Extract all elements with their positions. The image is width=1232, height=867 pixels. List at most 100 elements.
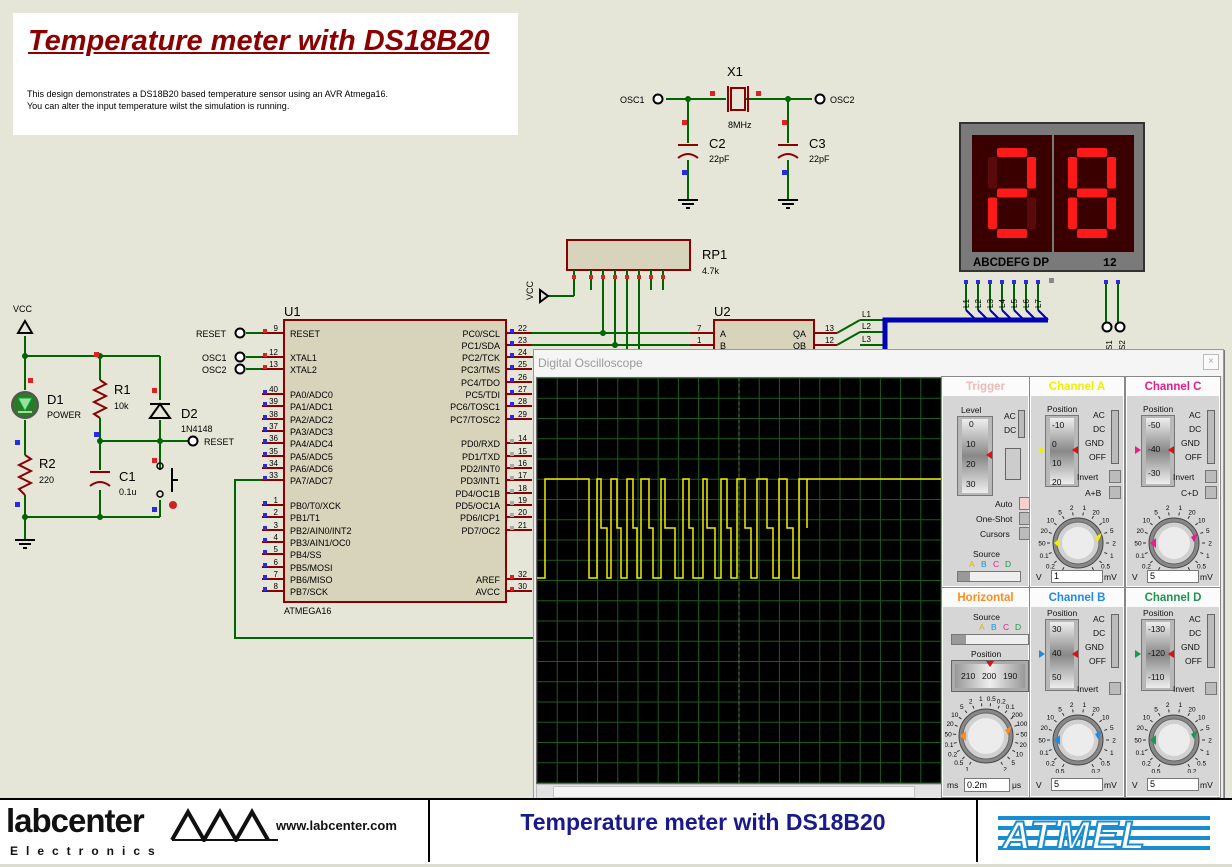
d-gnd: GND <box>1181 642 1200 652</box>
ic-u1[interactable]: U1 ATMEGA16 9RESET12XTAL113XTAL240PA0/AD… <box>262 304 532 616</box>
digit-segment <box>1068 198 1077 230</box>
d-invert-button[interactable] <box>1205 682 1217 695</box>
c-invert-button[interactable] <box>1205 470 1217 483</box>
u1-pin-num: 14 <box>518 434 527 443</box>
digit-segment <box>1068 157 1077 189</box>
trigger-edge-switch[interactable] <box>1005 448 1021 480</box>
u1-pin-num: 8 <box>274 582 279 591</box>
knob-scale-label: 5 <box>1206 528 1210 535</box>
trigger-coupling-switch[interactable] <box>1018 410 1025 438</box>
b-volts-value[interactable]: 5 <box>1051 778 1103 791</box>
u1-pin-num: 3 <box>274 521 279 530</box>
c3-value: 22pF <box>809 154 830 164</box>
ic-u2[interactable]: U2 A B QA QB 7 1 13 12 <box>697 304 834 351</box>
a-dc: DC <box>1093 424 1105 434</box>
knob-scale-label: 20 <box>1092 509 1100 516</box>
digit-segment <box>997 229 1027 238</box>
scrollbar-thumb[interactable] <box>553 786 915 798</box>
trigger-oneshot-label: One-Shot <box>976 514 1012 524</box>
u1-pin-name: PC4/TDO <box>461 378 500 388</box>
crystal-x1[interactable]: X1 8MHz <box>727 64 752 130</box>
trigger-source-c: C <box>993 559 999 569</box>
hpos-210: 210 <box>961 671 975 681</box>
resistor-pack-rp1[interactable]: RP1 4.7k <box>567 240 727 290</box>
knob-scale-label: 2 <box>969 699 973 706</box>
c-volts-value[interactable]: 5 <box>1147 570 1199 583</box>
led-d1[interactable] <box>12 392 38 418</box>
b-coupling-switch[interactable] <box>1111 614 1119 668</box>
a-volts-value[interactable]: 1 <box>1051 570 1103 583</box>
d-volts-value[interactable]: 5 <box>1147 778 1199 791</box>
knob-scale-label: 10 <box>1047 517 1055 524</box>
knob-scale-label: 1 <box>979 696 983 703</box>
u1-pin-num: 7 <box>274 570 279 579</box>
b-invert-button[interactable] <box>1109 682 1121 695</box>
d-position-label: Position <box>1143 608 1173 618</box>
knob-scale-label: 1 <box>1082 505 1086 512</box>
net-reset-left: RESET <box>204 437 235 447</box>
u1-pin-num: 27 <box>518 385 527 394</box>
trigger-level-slider[interactable]: 0 10 20 30 <box>957 416 993 496</box>
d-unit-right: mV <box>1200 780 1213 790</box>
u1-pin-num: 40 <box>269 385 278 394</box>
horizontal-source-slider[interactable] <box>951 634 1029 645</box>
timebase-value[interactable]: 0.2m <box>964 778 1010 792</box>
c-coupling-switch[interactable] <box>1207 410 1215 464</box>
d-coupling-switch[interactable] <box>1207 614 1215 668</box>
c-combine-label: C+D <box>1181 488 1198 498</box>
u1-pin-name: PA4/ADC4 <box>290 439 333 449</box>
knob-scale-label: 0.1 <box>1006 704 1015 711</box>
horizontal-position-slider[interactable]: 210 200 190 <box>951 660 1029 692</box>
c-position-slider[interactable]: -50-40-30 <box>1141 415 1175 487</box>
h-source-c: C <box>1003 622 1009 632</box>
labcenter-wave-icon <box>170 806 280 842</box>
knob-scale-label: 1 <box>1178 505 1182 512</box>
a-coupling-switch[interactable] <box>1111 410 1119 464</box>
d2-ref: D2 <box>181 406 198 421</box>
c-position-label: Position <box>1143 404 1173 414</box>
net-osc2-top: OSC2 <box>830 95 855 105</box>
trigger-panel: Trigger Level 0 10 20 30 AC DC Auto One-… <box>942 377 1029 587</box>
d-dc: DC <box>1189 628 1201 638</box>
knob-scale-label: 0.1 <box>945 742 954 749</box>
u1-pin-name: PA7/ADC7 <box>290 476 333 486</box>
c-combine-button[interactable] <box>1205 486 1217 499</box>
hpos-190: 190 <box>1003 671 1017 681</box>
trigger-source-slider[interactable] <box>957 571 1021 582</box>
screen-scrollbar[interactable] <box>536 784 942 799</box>
a-invert-button[interactable] <box>1109 470 1121 483</box>
digit-segment <box>988 157 997 189</box>
net-osc1-top: OSC1 <box>620 95 645 105</box>
d-position-slider[interactable]: -130-120-110 <box>1141 619 1175 691</box>
oscilloscope-window[interactable]: Digital Oscilloscope × Trigger Level 0 1… <box>533 349 1224 800</box>
labcenter-name: labcenter <box>6 802 144 840</box>
oscilloscope-titlebar[interactable]: Digital Oscilloscope × <box>534 350 1223 376</box>
x1-value: 8MHz <box>728 120 752 130</box>
b-unit-right: mV <box>1104 780 1117 790</box>
schematic-sheet[interactable]: Temperature meter with DS18B20 This desi… <box>0 0 1232 798</box>
u1-pin-name: PC2/TCK <box>462 353 500 363</box>
labcenter-url[interactable]: www.labcenter.com <box>276 818 397 833</box>
close-button[interactable]: × <box>1203 354 1219 370</box>
b-tick: 50 <box>1052 672 1061 682</box>
a-combine-button[interactable] <box>1109 486 1121 499</box>
oscilloscope-screen[interactable] <box>536 377 942 784</box>
horizontal-panel: Horizontal Source A B C D Position 210 2… <box>942 588 1029 797</box>
horizontal-source-label: Source <box>973 612 1000 622</box>
a-tick: 10 <box>1052 458 1061 468</box>
c-unit-right: mV <box>1200 572 1213 582</box>
digit-segment <box>997 189 1027 198</box>
seven-segment-display[interactable]: ABCDEFG DP 12 <box>960 123 1144 271</box>
b-title: Channel B <box>1031 589 1123 607</box>
u1-pin-num: 17 <box>518 471 527 480</box>
horizontal-unit-right: μs <box>1012 780 1021 790</box>
u2-pin-qa-num: 13 <box>825 324 834 333</box>
